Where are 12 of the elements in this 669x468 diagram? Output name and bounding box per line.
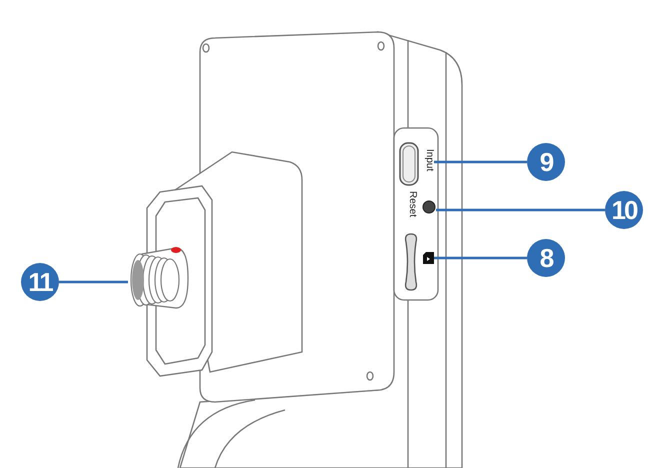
input-port — [398, 141, 434, 187]
port-label: Input — [424, 149, 434, 172]
leader-line — [434, 256, 527, 260]
callout-number: 10 — [605, 191, 643, 229]
leader-line — [436, 208, 605, 212]
leader-line — [434, 160, 527, 164]
leader-line — [59, 280, 128, 284]
card-slot — [402, 232, 434, 292]
callout-number: 11 — [21, 263, 59, 301]
callout-number: 8 — [527, 239, 565, 277]
port-label: Reset — [407, 191, 417, 218]
callout-number: 9 — [527, 143, 565, 181]
